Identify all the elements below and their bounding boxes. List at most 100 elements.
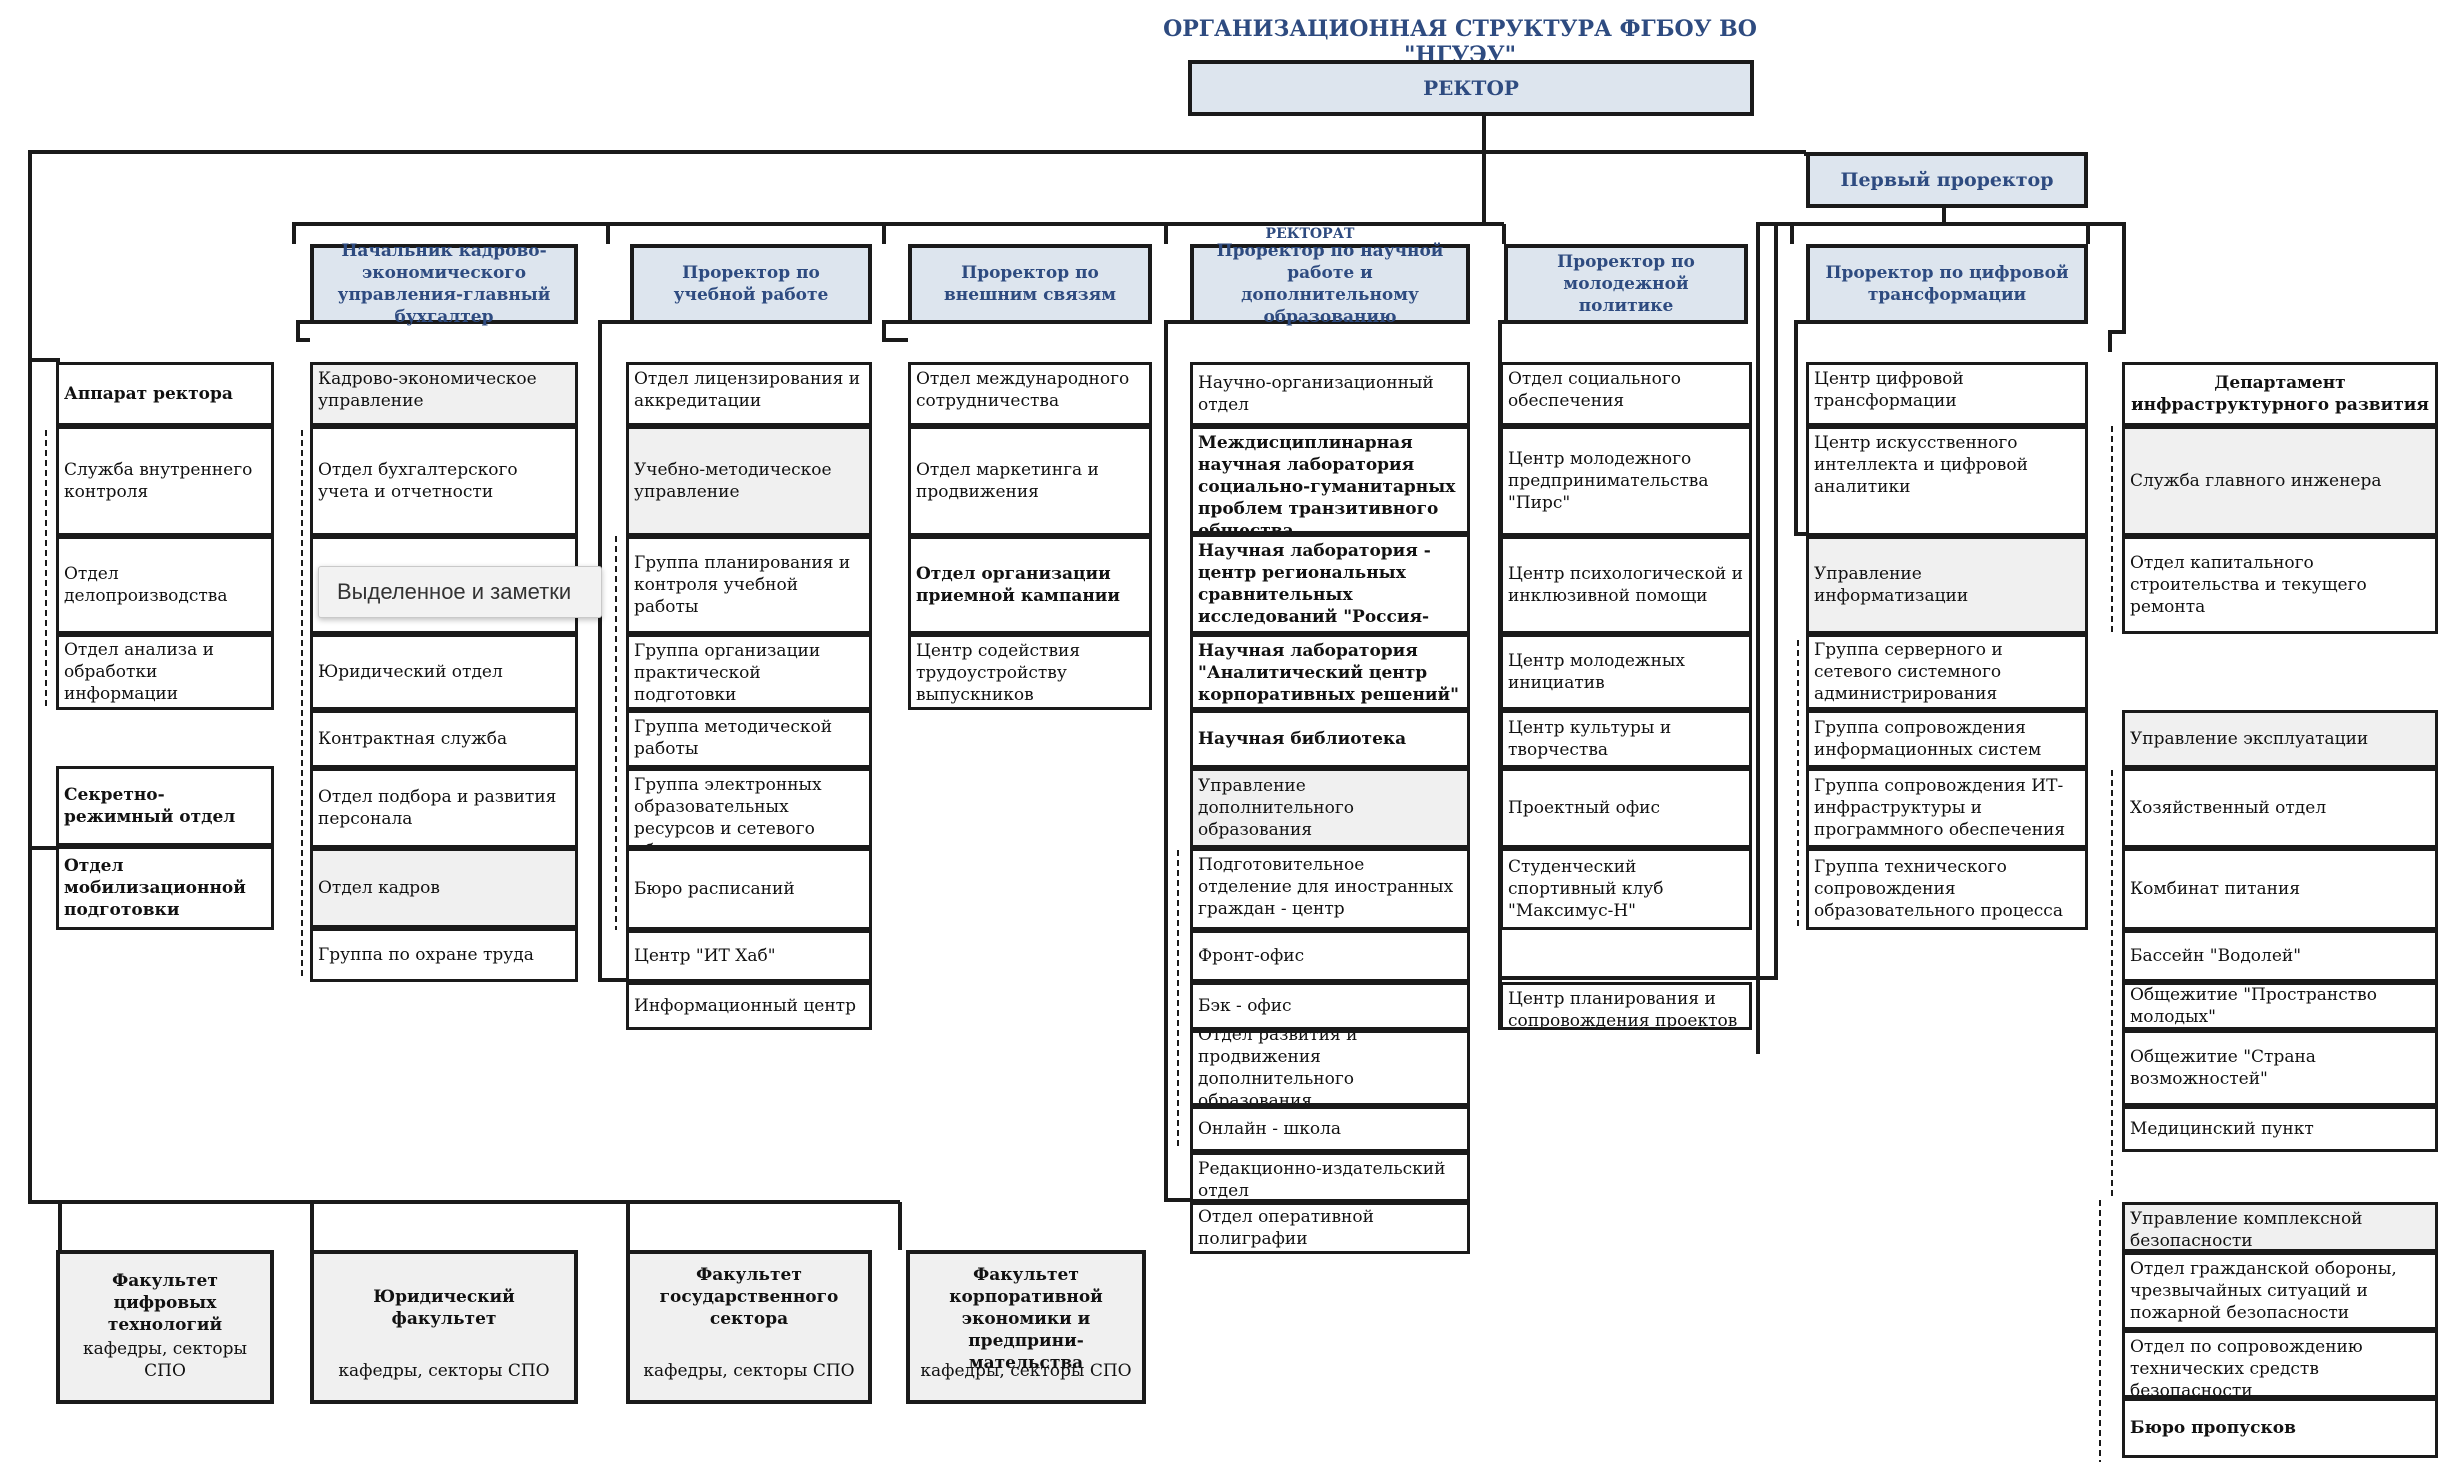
hr-unit-box: Юридический отдел: [310, 634, 578, 710]
faculty-name: Факультет корпоративной экономики и пред…: [949, 1265, 1103, 1373]
unit-label: Управление дополнительного образования: [1198, 776, 1354, 840]
edu-unit-box: Центр "ИТ Хаб": [626, 930, 872, 982]
unit-label: Отдел бухгалтерского учета и отчетности: [318, 460, 518, 502]
head-ext: Проректор по внешним связям: [908, 244, 1152, 324]
faculty-box: Факультет корпоративной экономики и пред…: [906, 1250, 1146, 1404]
unit-label: Бюро пропусков: [2130, 1418, 2296, 1438]
hr-unit-box: Кадрово-экономическое управление: [310, 362, 578, 426]
edu-unit-box: Информационный центр: [626, 982, 872, 1030]
unit-label: Центр культуры и творчества: [1508, 718, 1672, 760]
unit-label: Кадрово-экономическое управление: [318, 369, 537, 411]
unit-label: Информационный центр: [634, 996, 856, 1016]
unit-label: Междисциплинарная научная лаборатория со…: [1198, 433, 1456, 534]
edu-unit-box: Группа электронных образовательных ресур…: [626, 768, 872, 848]
unit-label: Центр психологической и инклюзивной помо…: [1508, 564, 1743, 606]
unit-label: Группа сопровождения информационных сист…: [1814, 718, 2042, 760]
first-prorector-box: Первый проректор: [1806, 152, 2088, 208]
edu-unit-box: Учебно-методическое управление: [626, 426, 872, 536]
rektorat-label: РЕКТОРАТ: [1265, 226, 1355, 242]
unit-label: Управление эксплуатации: [2130, 729, 2369, 749]
digital-unit-box: Центр цифровой трансформации: [1806, 362, 2088, 426]
sci-unit-box: Научная лаборатория "Аналитический центр…: [1190, 634, 1470, 710]
unit-label: Группа по охране труда: [318, 945, 534, 965]
head-ext-label: Проректор по внешним связям: [944, 263, 1116, 305]
unit-label: Группа планирования и контроля учебной р…: [634, 553, 851, 617]
unit-label: Общежитие "Страна возможностей": [2130, 1047, 2316, 1089]
faculty-sub: кафедры, секторы СПО: [82, 1339, 248, 1381]
unit-label: Центр цифровой трансформации: [1814, 369, 1964, 411]
unit-label: Научно-организационный отдел: [1198, 373, 1434, 415]
unit-label: Отдел делопроизводства: [64, 564, 228, 606]
sci-unit-box: Научная библиотека: [1190, 710, 1470, 768]
youth-unit-box: Центр молодежных инициатив: [1500, 634, 1752, 710]
unit-label: Группа сопровождения ИТ-инфраструктуры и…: [1814, 776, 2066, 840]
infra-unit-box: Бассейн "Водолей": [2122, 930, 2438, 982]
unit-label: Студенческий спортивный клуб "Максимус-Н…: [1508, 857, 1664, 921]
rector-box: РЕКТОР: [1188, 60, 1754, 116]
head-digital: Проректор по цифровой трансформации: [1806, 244, 2088, 324]
ext-unit-box: Отдел маркетинга и продвижения: [908, 426, 1152, 536]
infra-unit-box: Отдел гражданской обороны, чрезвычайных …: [2122, 1252, 2438, 1330]
unit-label: Бюро расписаний: [634, 879, 795, 899]
head-edu: Проректор по учебной работе: [630, 244, 872, 324]
unit-label: Служба главного инженера: [2130, 471, 2382, 491]
head-youth-label: Проректор по молодежной политике: [1557, 252, 1695, 316]
hr-unit-box: Группа по охране труда: [310, 928, 578, 982]
unit-label: Отдел лицензирования и аккредитации: [634, 369, 861, 411]
hr-unit-box: Отдел кадров: [310, 848, 578, 928]
edu-unit-box: Группа планирования и контроля учебной р…: [626, 536, 872, 634]
faculty-sub: кафедры, секторы СПО: [920, 1361, 1132, 1381]
sci-unit-box: Научная лаборатория - центр региональных…: [1190, 534, 1470, 634]
unit-label: Центр молодежных инициатив: [1508, 651, 1686, 693]
youth-unit-box: Центр молодежного предпринимательства "П…: [1500, 426, 1752, 536]
ext-unit-box: Отдел организации приемной кампании: [908, 536, 1152, 634]
unit-label: Медицинский пункт: [2130, 1119, 2314, 1139]
unit-label: Онлайн - школа: [1198, 1119, 1342, 1139]
sci-unit-box: Бэк - офис: [1190, 982, 1470, 1030]
first-prorector-label: Первый проректор: [1840, 169, 2054, 191]
faculty-name: Юридический факультет: [373, 1287, 515, 1329]
unit-label: Центр молодежного предпринимательства "П…: [1508, 449, 1709, 513]
unit-label: Отдел капитального строительства и текущ…: [2130, 553, 2367, 617]
infra-unit-box: Общежитие "Страна возможностей": [2122, 1030, 2438, 1106]
unit-label: Отдел оперативной полиграфии: [1198, 1207, 1374, 1249]
head-digital-label: Проректор по цифровой трансформации: [1825, 263, 2069, 305]
hr-unit-box: Отдел подбора и развития персонала: [310, 768, 578, 848]
unit-label: Общежитие "Пространство молодых": [2130, 985, 2377, 1027]
head-sci: Проректор по научной работе и дополнител…: [1190, 241, 1470, 327]
unit-label: Секретно-режимный отдел: [64, 785, 236, 827]
ext-unit-box: Отдел международного сотрудничества: [908, 362, 1152, 426]
unit-label: Научная библиотека: [1198, 729, 1407, 749]
infra-unit-box: Отдел по сопровождению технических средс…: [2122, 1330, 2438, 1398]
unit-label: Группа электронных образовательных ресур…: [634, 775, 822, 845]
sci-unit-box: Онлайн - школа: [1190, 1106, 1470, 1152]
rector-unit-box: Секретно-режимный отдел: [56, 766, 274, 846]
unit-label: Контрактная служба: [318, 729, 508, 749]
hr-unit-box: Контрактная служба: [310, 710, 578, 768]
infra-unit-box: Управление комплексной безопасности: [2122, 1202, 2438, 1252]
unit-label: Группа технического сопровождения образо…: [1814, 857, 2063, 921]
unit-label: Юридический отдел: [318, 662, 503, 682]
faculty-sub: кафедры, секторы СПО: [643, 1361, 855, 1381]
rector-unit-box: Отдел мобилизационной подготовки: [56, 846, 274, 930]
sci-unit-box: Фронт-офис: [1190, 930, 1470, 982]
highlight-notes-tooltip[interactable]: Выделенное и заметки: [318, 566, 602, 618]
unit-label: Редакционно-издательский отдел: [1198, 1159, 1446, 1201]
unit-label: Группа методической работы: [634, 717, 833, 759]
youth-unit-box: Проектный офис: [1500, 768, 1752, 848]
digital-unit-box: Группа сопровождения ИТ-инфраструктуры и…: [1806, 768, 2088, 848]
head-hr: Начальник кадрово-экономического управле…: [310, 241, 578, 327]
edu-unit-box: Группа методической работы: [626, 710, 872, 768]
unit-label: Отдел международного сотрудничества: [916, 369, 1130, 411]
unit-label: Управление комплексной безопасности: [2130, 1209, 2363, 1251]
unit-label: Отдел подбора и развития персонала: [318, 787, 557, 829]
sci-unit-box: Междисциплинарная научная лаборатория со…: [1190, 426, 1470, 534]
digital-unit-box: Центр искусственного интеллекта и цифров…: [1806, 426, 2088, 536]
unit-label: Отдел маркетинга и продвижения: [916, 460, 1099, 502]
youth-unit-box: Отдел социального обеспечения: [1500, 362, 1752, 426]
sci-unit-box: Отдел оперативной полиграфии: [1190, 1202, 1470, 1254]
unit-label: Группа серверного и сетевого системного …: [1814, 640, 2003, 704]
infra-unit-box: Комбинат питания: [2122, 848, 2438, 930]
